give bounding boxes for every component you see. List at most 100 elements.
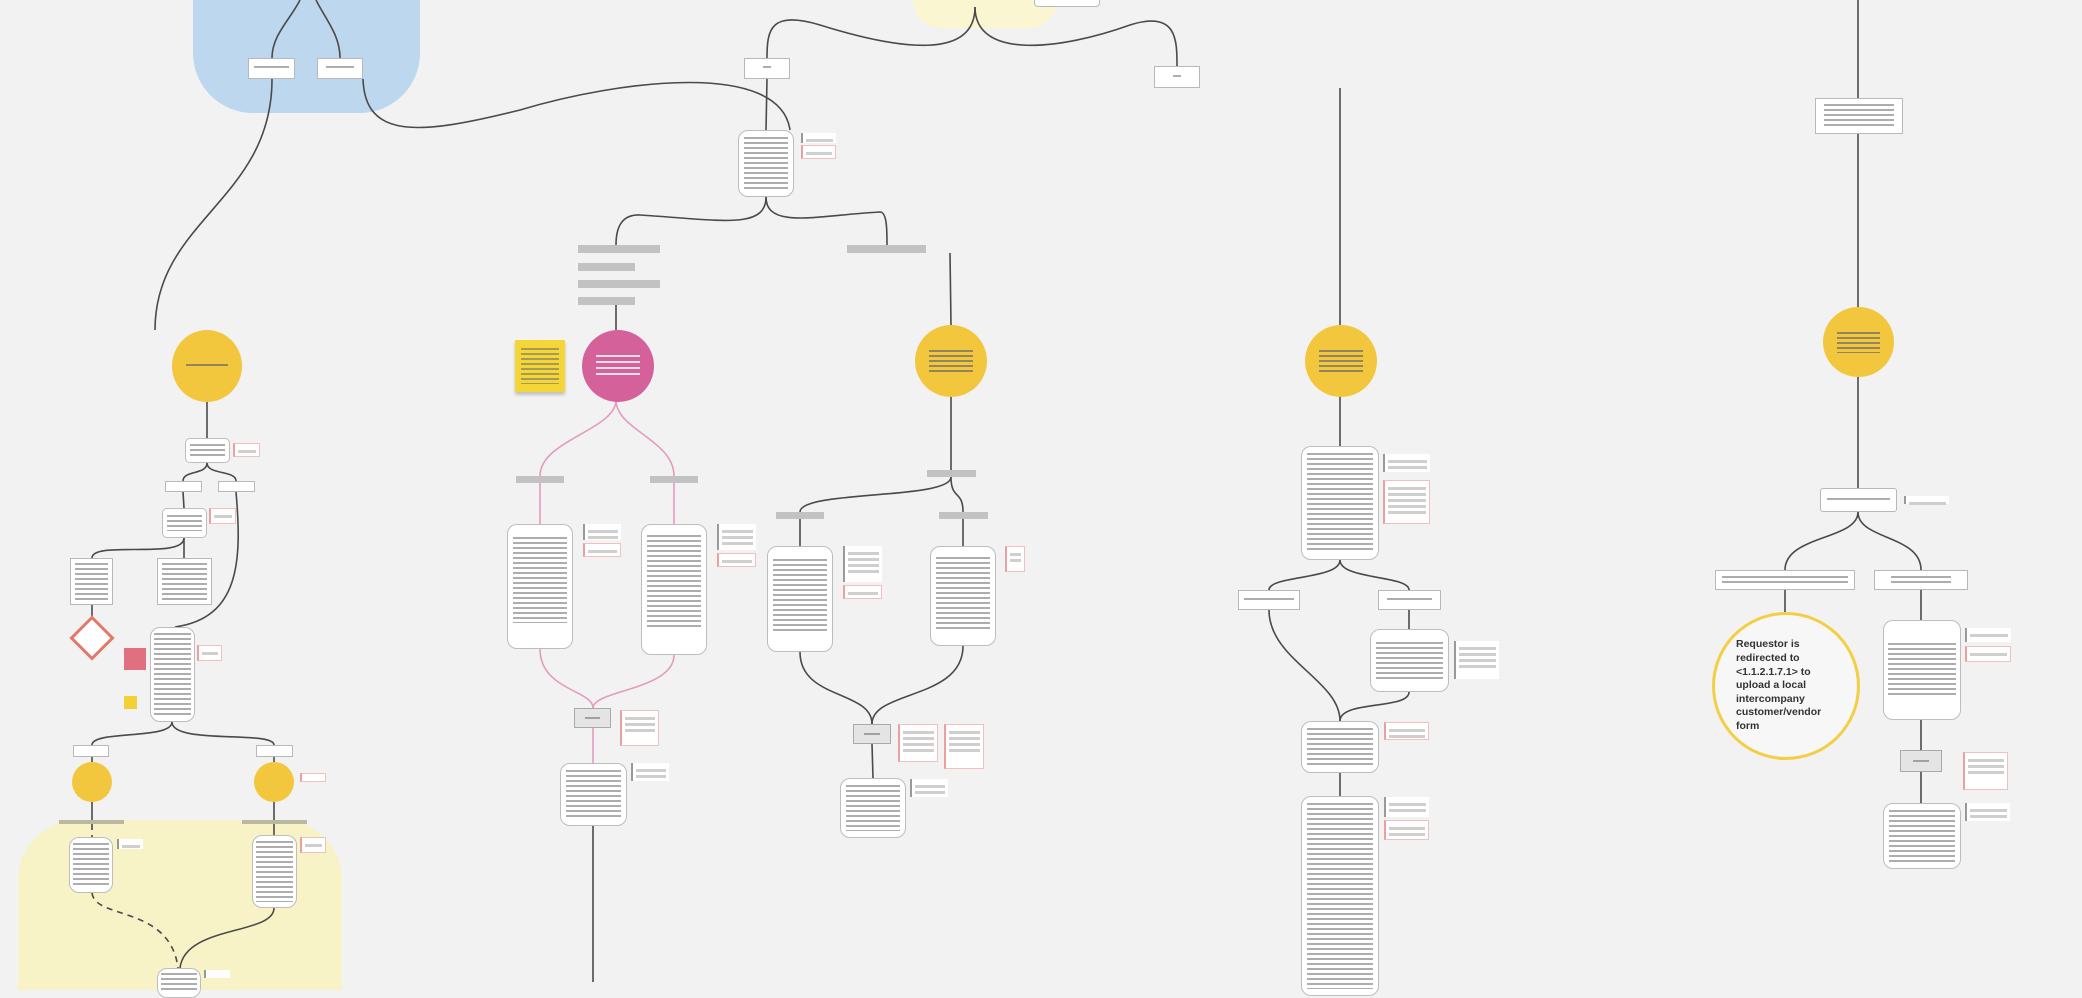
decision-label-box[interactable] — [744, 58, 790, 79]
decision-label-box[interactable] — [248, 58, 295, 79]
connector — [362, 78, 791, 131]
step-card[interactable] — [560, 763, 627, 826]
milestone-circle[interactable] — [1823, 307, 1894, 377]
decision-label-box[interactable] — [73, 745, 109, 757]
connector — [765, 78, 768, 131]
comment-note — [117, 839, 143, 849]
process-box[interactable] — [157, 558, 212, 605]
placeholder-bar — [939, 512, 988, 519]
comment-note — [1383, 480, 1430, 524]
step-card[interactable] — [185, 438, 230, 463]
comment-note — [1384, 820, 1429, 840]
connector — [91, 721, 173, 746]
decision-label-box[interactable] — [1715, 570, 1855, 590]
connector — [615, 196, 767, 246]
comment-note — [1005, 546, 1025, 572]
decision-label-box[interactable] — [218, 481, 255, 492]
comment-note — [910, 779, 948, 797]
connector — [539, 648, 594, 709]
decision-label-box[interactable] — [1874, 570, 1968, 590]
connector — [315, 0, 341, 59]
process-box[interactable] — [70, 558, 113, 605]
step-card[interactable] — [767, 546, 833, 652]
comment-note — [1384, 797, 1429, 817]
step-card[interactable] — [1301, 446, 1379, 560]
step-card[interactable] — [157, 968, 201, 998]
placeholder-bar — [927, 470, 976, 477]
step-card[interactable] — [930, 546, 996, 646]
comment-note — [197, 645, 222, 661]
comment-note — [204, 970, 230, 978]
step-card[interactable] — [641, 524, 707, 655]
swimlane-region-blue — [193, 0, 420, 113]
connector — [799, 651, 873, 725]
milestone-circle[interactable] — [915, 325, 987, 397]
connector — [765, 196, 888, 246]
comment-note — [717, 553, 756, 567]
decision-label-box[interactable] — [1238, 590, 1300, 610]
gateway-box[interactable] — [853, 724, 891, 744]
decision-label-box[interactable] — [1378, 590, 1441, 610]
connector — [171, 721, 275, 746]
gateway-box[interactable] — [1900, 750, 1942, 772]
step-card[interactable] — [840, 778, 906, 838]
connector — [1339, 559, 1410, 591]
decision-label-box[interactable] — [1154, 66, 1200, 88]
sticky-note[interactable] — [515, 340, 565, 392]
connector — [1268, 559, 1341, 591]
step-card[interactable] — [1301, 721, 1379, 773]
milestone-circle-pink[interactable] — [582, 330, 654, 402]
comment-note — [583, 543, 621, 557]
step-card[interactable] — [162, 508, 207, 538]
process-box[interactable] — [1820, 488, 1897, 512]
connector — [179, 907, 275, 969]
step-card[interactable] — [1301, 796, 1379, 996]
connector — [1339, 691, 1410, 722]
connector — [154, 78, 273, 331]
connector — [766, 6, 976, 59]
connector — [592, 654, 675, 709]
decision-label-box[interactable] — [317, 58, 363, 79]
process-box[interactable] — [1815, 98, 1903, 134]
milestone-circle[interactable] — [72, 762, 112, 802]
placeholder-bar — [59, 820, 124, 824]
placeholder-bar — [578, 297, 635, 305]
step-card[interactable] — [738, 130, 794, 197]
redirect-circle-text: Requestor is redirected to <1.1.2.1.7.1>… — [1736, 638, 1822, 733]
step-card[interactable] — [1370, 629, 1449, 692]
connector — [871, 645, 964, 725]
connector — [539, 399, 617, 477]
connector — [1268, 609, 1341, 722]
comment-note — [300, 773, 326, 782]
placeholder-bar — [578, 245, 660, 253]
redirect-circle[interactable]: Requestor is redirected to <1.1.2.1.7.1>… — [1712, 612, 1860, 760]
decision-label-box[interactable] — [165, 481, 202, 492]
milestone-circle[interactable] — [172, 330, 242, 402]
comment-note — [300, 837, 326, 853]
step-card[interactable] — [69, 837, 113, 893]
red-marker — [124, 648, 146, 670]
connector — [950, 476, 964, 513]
step-card[interactable] — [507, 524, 573, 649]
comment-note — [1965, 646, 2011, 662]
connector — [91, 892, 179, 969]
connector — [182, 462, 208, 482]
comment-note — [631, 763, 669, 781]
milestone-circle[interactable] — [1305, 325, 1377, 397]
top-start-node[interactable] — [1034, 0, 1100, 7]
connector — [174, 491, 240, 628]
step-card[interactable] — [1883, 803, 1961, 869]
decision-label-box[interactable] — [256, 745, 293, 757]
milestone-circle[interactable] — [254, 762, 294, 802]
step-card[interactable] — [150, 627, 195, 722]
connector — [1857, 511, 1922, 571]
comment-note — [1965, 803, 2010, 821]
connector — [1784, 511, 1859, 571]
connector — [182, 491, 185, 509]
swimlane-region-yellow-top — [913, 0, 1057, 28]
connector — [871, 743, 874, 779]
step-card[interactable] — [1883, 620, 1961, 720]
gateway-box[interactable] — [574, 708, 611, 728]
step-card[interactable] — [252, 835, 297, 908]
placeholder-bar — [516, 476, 564, 483]
